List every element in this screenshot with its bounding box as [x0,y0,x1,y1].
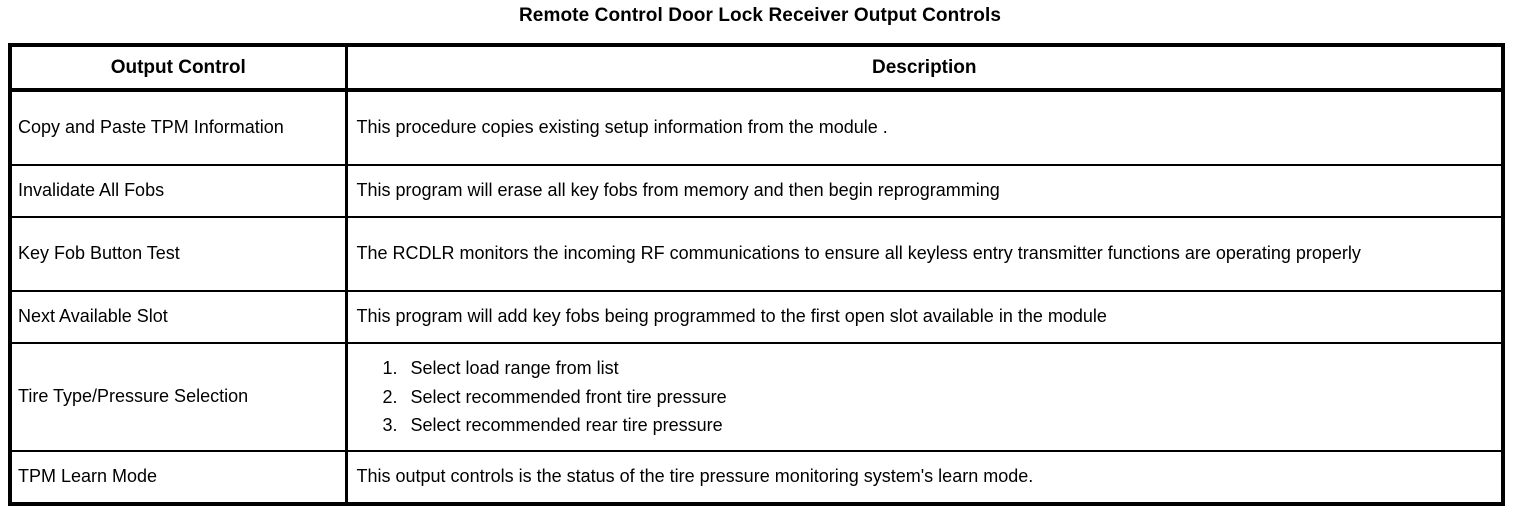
steps-list: Select load range from list Select recom… [357,354,1494,439]
cell-description: This program will add key fobs being pro… [345,290,1504,344]
cell-description: The RCDLR monitors the incoming RF commu… [345,216,1504,292]
cell-description: This procedure copies existing setup inf… [345,89,1504,166]
cell-output-control-name: TPM Learn Mode [9,450,348,505]
output-controls-table: Output Control Description Copy and Past… [8,43,1505,506]
list-item: Select load range from list [403,354,1494,382]
page-title: Remote Control Door Lock Receiver Output… [518,5,1002,26]
table-row: Key Fob Button Test The RCDLR monitors t… [9,216,1504,292]
table-row: Next Available Slot This program will ad… [9,290,1504,344]
table-container: Output Control Description Copy and Past… [8,43,1505,506]
cell-description: This program will erase all key fobs fro… [345,164,1504,218]
table-row: Invalidate All Fobs This program will er… [9,164,1504,218]
table-row: Copy and Paste TPM Information This proc… [9,89,1504,166]
cell-description: Select load range from list Select recom… [345,342,1504,452]
description-text: This program will add key fobs being pro… [356,306,1107,327]
table-row: Tire Type/Pressure Selection Select load… [9,342,1504,452]
description-text: The RCDLR monitors the incoming RF commu… [356,243,1361,264]
cell-output-control-name: Invalidate All Fobs [9,164,348,218]
cell-description: This output controls is the status of th… [345,450,1504,505]
description-text: This output controls is the status of th… [356,466,1034,487]
cell-output-control-name: Key Fob Button Test [9,216,348,292]
cell-output-control-name: Tire Type/Pressure Selection [9,342,348,452]
cell-output-control-name: Copy and Paste TPM Information [9,89,348,166]
description-text: This procedure copies existing setup inf… [356,117,888,138]
table-header: Output Control Description [9,44,1504,92]
page-root: Remote Control Door Lock Receiver Output… [0,0,1520,474]
table-header-row: Output Control Description [9,44,1504,92]
description-text: This program will erase all key fobs fro… [356,180,1000,201]
list-item: Select recommended rear tire pressure [403,411,1494,439]
column-header-description: Description [345,44,1504,92]
list-item: Select recommended front tire pressure [403,383,1494,411]
cell-output-control-name: Next Available Slot [9,290,348,344]
table-body: Copy and Paste TPM Information This proc… [9,89,1504,505]
table-row: TPM Learn Mode This output controls is t… [9,450,1504,505]
column-header-output-control: Output Control [9,44,348,92]
